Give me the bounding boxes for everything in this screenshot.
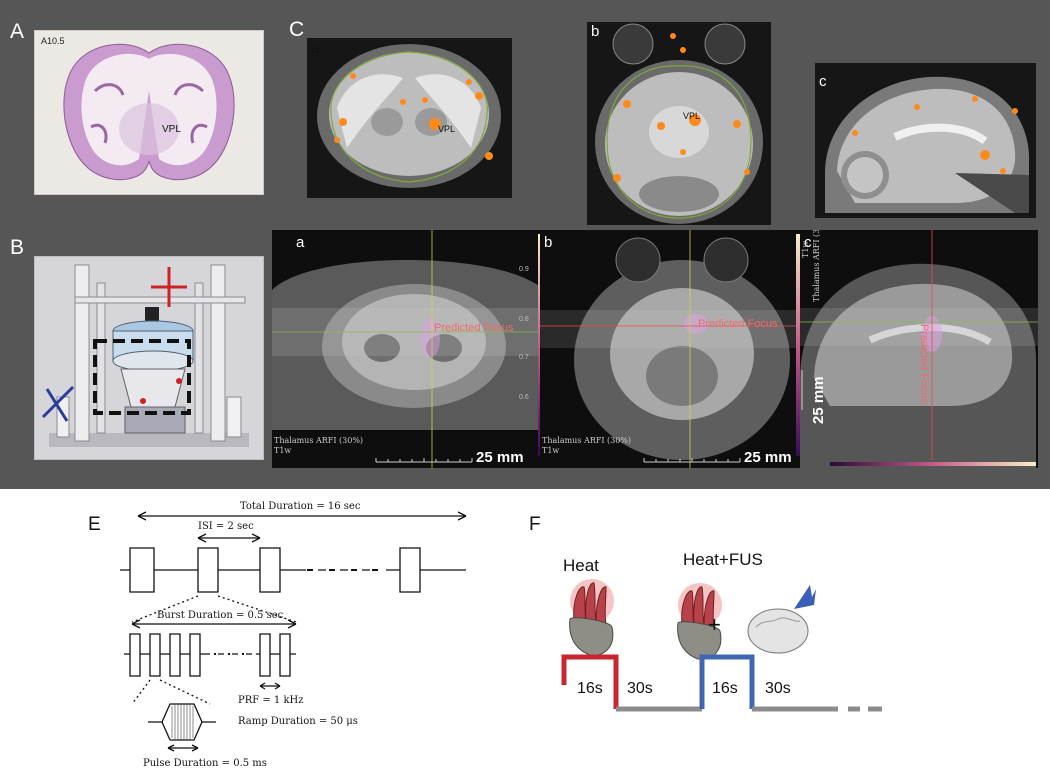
panel-d-sub-c: c: [804, 234, 812, 251]
colorbar-tick-06: 0.6: [519, 394, 529, 401]
brain-fus-icon: [747, 585, 816, 654]
colorbar-tick-07: 0.7: [519, 354, 529, 361]
predicted-focus-c: Predicted Focus: [918, 324, 930, 404]
slice-label: A10.5: [41, 36, 65, 46]
mri-coronal-c: a VPL: [307, 38, 512, 198]
pulse-duration-label: Pulse Duration = 0.5 ms: [143, 758, 267, 769]
histology-brain-section: [63, 43, 235, 181]
plus-sign: +: [708, 612, 721, 637]
overlay-caption-a: Thalamus ARFI (30%): [274, 436, 364, 445]
overlay-caption-c: Thalamus ARFI (30%): [812, 230, 821, 302]
total-duration-label: Total Duration = 16 sec: [240, 501, 361, 512]
ramp-duration-label: Ramp Duration = 50 μs: [238, 716, 358, 727]
panel-c-label: C: [289, 18, 305, 41]
colorbar-tick-09: 0.9: [519, 266, 529, 273]
panel-d-sub-a: a: [296, 234, 305, 251]
prf-label: PRF = 1 kHz: [238, 695, 304, 706]
mri-sagittal-c: c: [815, 63, 1036, 218]
mri-c-a-vpl: VPL: [438, 124, 456, 134]
apparatus-drawing: [41, 264, 249, 447]
mri-d-sagittal: c 25 mm Predicted Focus Thalamus ARFI (3…: [800, 230, 1038, 468]
predicted-focus-a: Predicted Focus: [434, 322, 514, 334]
segment-rest-30s-1: 30s: [627, 680, 653, 697]
panel-f-label: F: [529, 514, 541, 535]
hand-heat-icon: [569, 579, 614, 656]
panel-e-label: E: [88, 514, 101, 535]
region-label-vpl: VPL: [162, 124, 181, 135]
segment-heat-16s: 16s: [577, 680, 603, 697]
panel-a-label: A: [10, 20, 25, 43]
colorbar-tick-08: 0.8: [519, 316, 529, 323]
panel-d-sub-b: b: [544, 234, 553, 251]
mri-d-coronal: a Predicted Focus Thalamus ARFI (30%) T1…: [272, 230, 544, 468]
fus-pulse-timing-diagram: [120, 511, 467, 752]
panel-c-sub-c: c: [819, 73, 827, 90]
heat-label: Heat: [563, 556, 599, 575]
heat-fus-label: Heat+FUS: [683, 550, 763, 569]
panel-c-sub-b: b: [591, 23, 600, 40]
panel-c-sub-a: a: [311, 40, 320, 57]
hand-heat-fus-icon: [677, 583, 722, 660]
overlay-caption-a-t1w: T1w: [274, 446, 292, 455]
segment-heatfus-16s: 16s: [712, 680, 738, 697]
burst-duration-label: Burst Duration = 0.5 sec: [157, 610, 284, 621]
overlay-caption-b: Thalamus ARFI (30%): [542, 436, 632, 445]
mri-axial-c: b VPL: [587, 22, 771, 225]
stereotaxic-apparatus-render: [34, 256, 264, 460]
stimulation-paradigm: [561, 579, 882, 712]
mri-d-axial: b Predicted Focus Thalamus ARFI (30%) T1…: [540, 230, 802, 468]
histology-slide: A10.5 VPL: [34, 30, 264, 195]
overlay-caption-b-t1w: T1w: [542, 446, 560, 455]
predicted-focus-b: Predicted Focus: [698, 318, 778, 330]
mri-c-b-vpl: VPL: [683, 111, 701, 121]
overlay-caption-c-t1w: T1w: [801, 240, 810, 258]
scale-bar-b: 25 mm: [744, 449, 792, 466]
scale-bar-a: 25 mm: [476, 449, 524, 466]
isi-label: ISI = 2 sec: [198, 521, 254, 532]
scale-bar-c: 25 mm: [810, 376, 827, 424]
panel-b-label: B: [10, 236, 25, 259]
segment-rest-30s-2: 30s: [765, 680, 791, 697]
